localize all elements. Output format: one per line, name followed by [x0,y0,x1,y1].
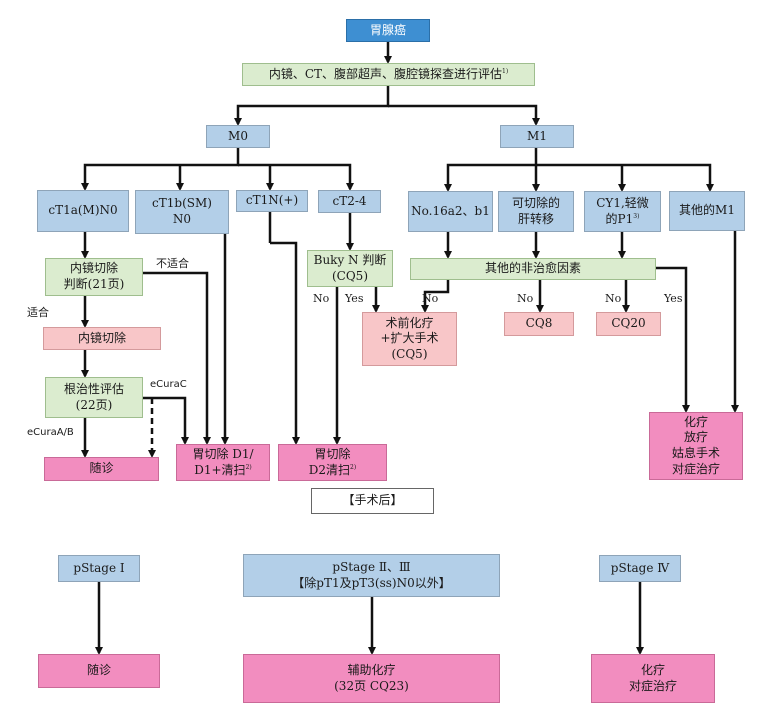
m0-node: M0 [206,125,270,148]
connector [421,280,450,313]
buky-node: Buky N 判断 (CQ5) [307,250,393,287]
adjuvant-line2: (32页 CQ23) [334,678,409,693]
connector [444,148,538,192]
endo-judgment-line2: 判断(21页) [63,277,125,291]
label-no-buky: No [313,292,330,305]
gastrectomy-d2-line1: 胃切除 [314,446,351,461]
preop-line1: 术前化疗 [385,315,434,330]
chemo2-node: 化疗 对症治疗 [591,654,715,703]
evaluation-text: 内镜、CT、腹部超声、腹腔镜探查进行评估1) [268,66,509,81]
preop-chemo-node: 术前化疗 +扩大手术 (CQ5) [362,312,457,366]
chemo-node: 化疗 放疗 姑息手术 对症治疗 [649,412,743,480]
label-yes-buky: Yes [345,292,364,305]
curative-line2: (22页) [75,397,113,412]
ct1b-line2: N0 [172,212,192,226]
adjuvant-line1: 辅助化疗 [347,662,396,677]
connector [238,163,354,191]
gastrectomy-d2-node: 胃切除 D2清扫2) [278,444,387,481]
label-no-1: No [422,292,439,305]
chemo2-line1: 化疗 [640,662,665,677]
cy1-line1: CY1,轻微 [596,195,649,210]
preop-line3: (CQ5) [391,346,428,361]
label-no-3: No [605,292,622,305]
buky-line1: Buky N 判断 [313,252,387,267]
no16-node: No.16a2、b1 [408,191,493,232]
endo-resection-node: 内镜切除 [43,327,161,350]
chemo-line3: 姑息手术 [671,446,720,460]
followup-node: 随诊 [44,457,159,481]
preop-line2: +扩大手术 [380,331,439,346]
cq8-node: CQ8 [504,312,574,336]
other-m1-node: 其他的M1 [669,191,745,231]
gastrectomy-d1-node: 胃切除 D1/ D1+清扫2) [176,444,270,481]
liver-line2: 肝转移 [517,211,554,226]
label-not-suitable: 不适合 [156,257,189,270]
curative-line1: 根治性评估 [63,381,124,396]
pstage1-node: pStage Ⅰ [58,555,140,582]
buky-line2: (CQ5) [331,268,369,283]
ct1b-line1: cT1b(SM) [152,196,212,211]
cy1-line2: 的P13) [605,211,640,226]
connector [234,86,390,126]
liver-node: 可切除的 肝转移 [498,191,574,232]
connector [81,148,240,191]
gastrectomy-d1-line1: 胃切除 D1/ [192,446,254,461]
title-node: 胃腺癌 [346,19,430,42]
postop-node: 【手术后】 [311,488,434,514]
chemo-line4: 对症治疗 [671,461,720,476]
label-ecurac: eCuraC [150,379,187,390]
gastrectomy-d1-line2: D1+清扫2) [194,462,252,477]
liver-line1: 可切除的 [511,195,560,210]
pstage23-line1: pStage Ⅱ、Ⅲ [332,559,411,574]
pstage4-node: pStage Ⅳ [599,555,681,582]
label-ecuraab: eCuraA/B [27,427,74,438]
adjuvant-chemo-node: 辅助化疗 (32页 CQ23) [243,654,500,703]
label-yes-right: Yes [664,292,683,305]
ct24-node: cT2-4 [318,190,381,213]
pstage23-node: pStage Ⅱ、Ⅲ 【除pT1及pT3(ss)N0以外】 [243,554,500,597]
endo-judgment-node: 内镜切除 判断(21页) [45,258,143,296]
ct1b-node: cT1b(SM) N0 [135,190,229,234]
evaluation-node: 内镜、CT、腹部超声、腹腔镜探查进行评估1) [242,63,535,86]
curative-eval-node: 根治性评估 (22页) [45,377,143,418]
followup2-node: 随诊 [38,654,160,688]
label-no-2: No [517,292,534,305]
m1-node: M1 [500,125,574,148]
ct1n-node: cT1N(+) [236,190,308,212]
endo-judgment-line1: 内镜切除 [69,261,118,276]
connector [143,271,211,445]
connector [143,396,189,445]
pstage23-line2: 【除pT1及pT3(ss)N0以外】 [292,575,451,590]
cq20-node: CQ20 [596,312,661,336]
chemo2-line2: 对症治疗 [628,678,677,693]
cy1-node: CY1,轻微 的P13) [584,191,661,232]
gastrectomy-d2-line2: D2清扫2) [308,462,357,477]
chemo-line2: 放疗 [683,430,708,445]
ct1a-node: cT1a(M)N0 [37,190,129,232]
connector [536,163,714,192]
noncurative-node: 其他的非治愈因素 [410,258,656,280]
label-suitable: 适合 [27,306,49,319]
chemo-line1: 化疗 [683,414,708,429]
connector [656,266,690,413]
connector [388,104,540,126]
connector [270,241,300,445]
